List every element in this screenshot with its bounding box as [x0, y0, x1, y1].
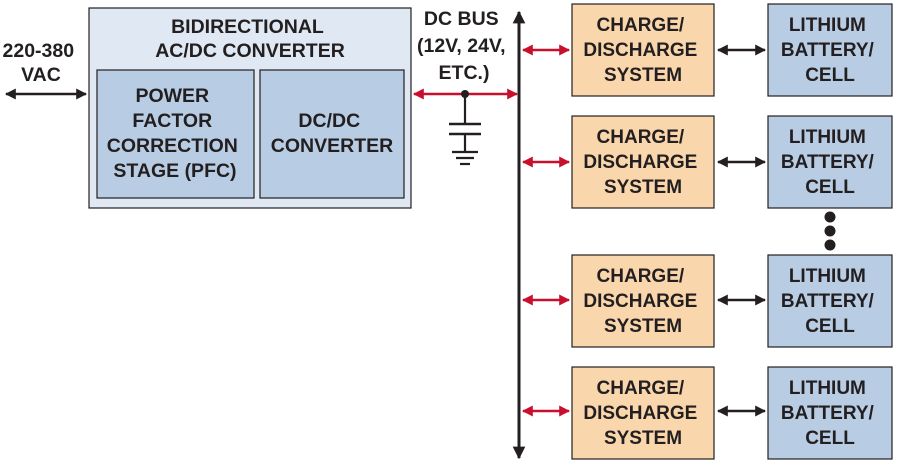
- ellipsis-dots-icon: [824, 211, 836, 251]
- lithium-cell-box: [767, 115, 893, 209]
- channel-row: CHARGE/ DISCHARGE SYSTEM LITHIUM BATTERY…: [521, 115, 893, 209]
- dc-dc-converter-block: [259, 69, 405, 199]
- charge-discharge-label: CHARGE/ DISCHARGE SYSTEM: [583, 266, 702, 337]
- lithium-cell-box: [767, 3, 893, 97]
- converter-title: BIDIRECTIONAL AC/DC CONVERTER: [155, 16, 345, 62]
- lithium-cell-box: [767, 366, 893, 460]
- lithium-cell-label: LITHIUM BATTERY/ CELL: [781, 266, 879, 337]
- lithium-cell-label: LITHIUM BATTERY/ CELL: [781, 127, 879, 198]
- channel-row: CHARGE/ DISCHARGE SYSTEM LITHIUM BATTERY…: [521, 254, 893, 348]
- ac-input-label: 220-380 VAC: [3, 40, 80, 86]
- charge-discharge-label: CHARGE/ DISCHARGE SYSTEM: [583, 127, 702, 198]
- charge-discharge-label: CHARGE/ DISCHARGE SYSTEM: [583, 378, 702, 449]
- channel-row: CHARGE/ DISCHARGE SYSTEM LITHIUM BATTERY…: [521, 366, 893, 460]
- lithium-cell-box: [767, 254, 893, 348]
- capacitor-icon: [449, 90, 481, 152]
- dc-dc-converter-label: DC/DC CONVERTER: [271, 110, 393, 157]
- charge-discharge-box: [571, 3, 715, 97]
- channel-row: CHARGE/ DISCHARGE SYSTEM LITHIUM BATTERY…: [521, 3, 893, 97]
- pfc-stage-label: POWER FACTOR CORRECTION STAGE (PFC): [107, 85, 244, 182]
- charge-discharge-label: CHARGE/ DISCHARGE SYSTEM: [583, 15, 702, 86]
- ground-icon: [452, 150, 478, 166]
- charge-discharge-box: [571, 115, 715, 209]
- ac-dc-converter-block: BIDIRECTIONAL AC/DC CONVERTER POWER FACT…: [88, 7, 412, 209]
- charge-discharge-box: [571, 254, 715, 348]
- lithium-cell-label: LITHIUM BATTERY/ CELL: [781, 378, 879, 449]
- lithium-cell-label: LITHIUM BATTERY/ CELL: [781, 15, 879, 86]
- dc-bus-label: DC BUS (12V, 24V, ETC.): [417, 8, 511, 84]
- pfc-stage-block: [96, 69, 255, 199]
- charge-discharge-box: [571, 366, 715, 460]
